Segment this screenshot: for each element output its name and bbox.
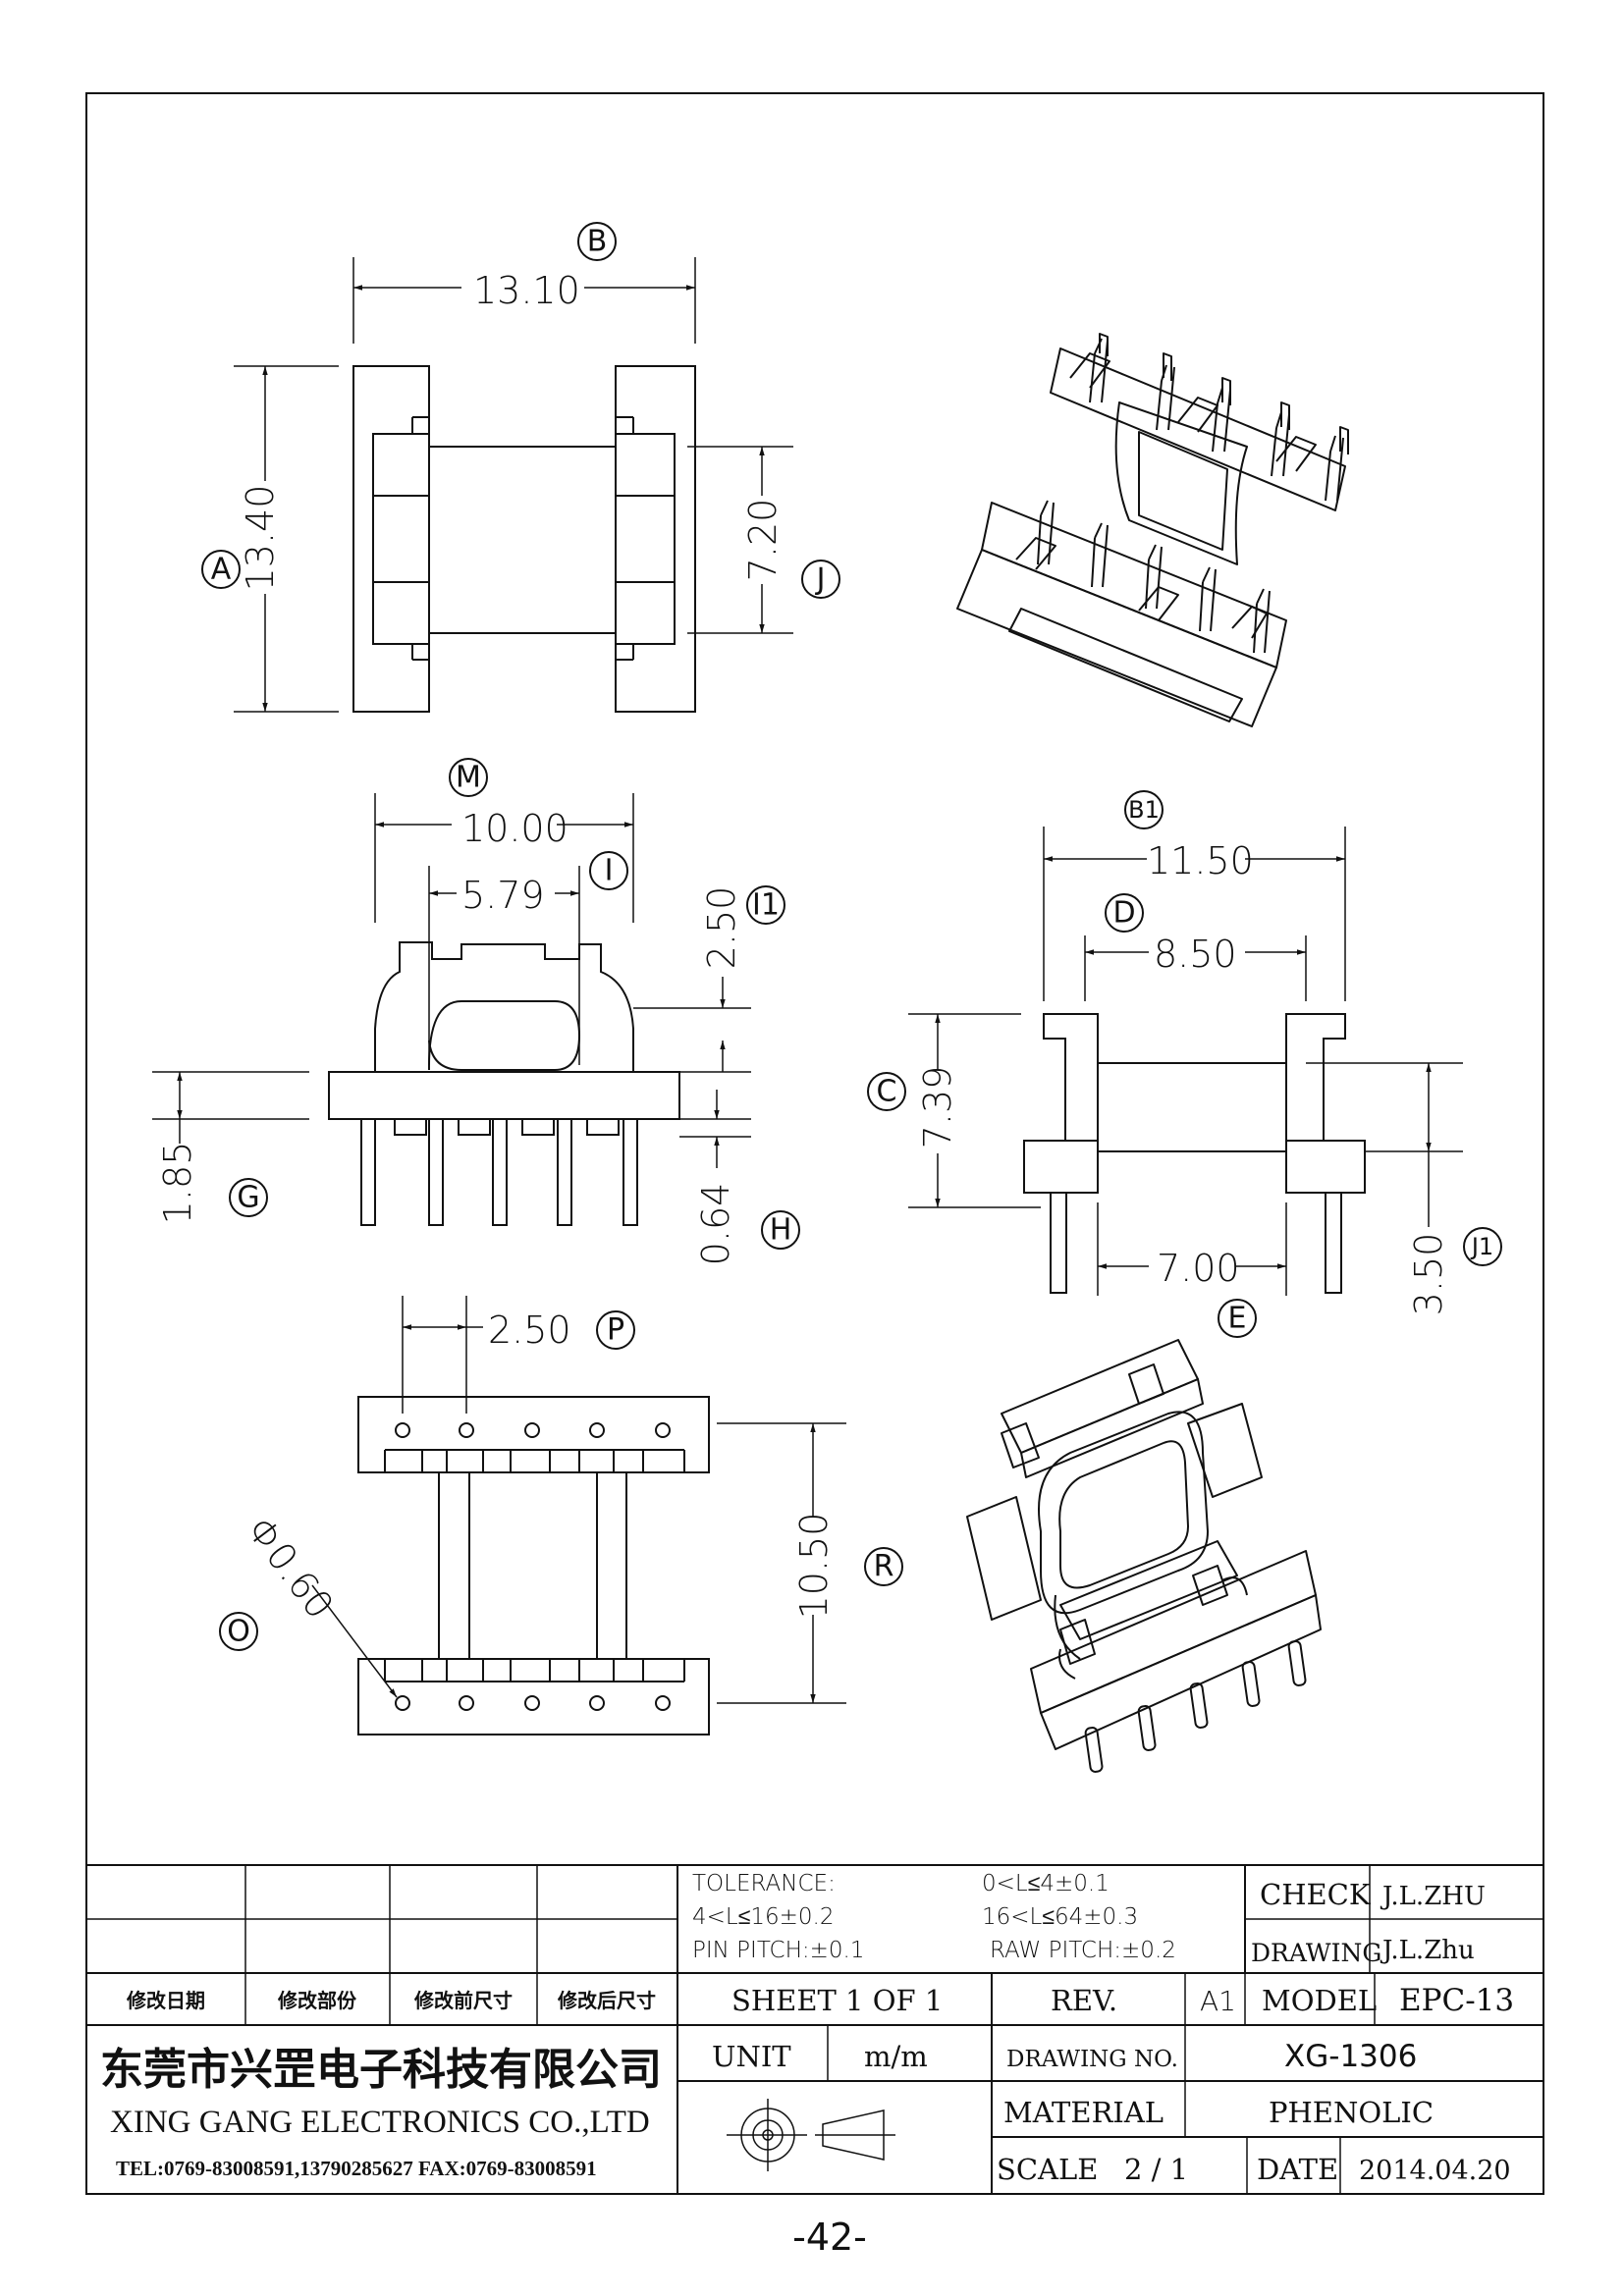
dim-m: 10.00: [461, 807, 568, 850]
rev-header-after-size: 修改后尺寸: [557, 1989, 656, 2012]
svg-text:P: P: [607, 1313, 624, 1348]
dim-a: 13.40: [239, 485, 282, 592]
svg-text:O: O: [227, 1615, 250, 1649]
callout-i: I: [589, 851, 628, 890]
svg-text:M: M: [456, 761, 481, 795]
company-name-en: XING GANG ELECTRONICS CO.,LTD: [110, 2105, 650, 2140]
callout-j1: J1: [1463, 1227, 1502, 1266]
dim-c: 7.39: [916, 1066, 959, 1149]
callout-d: D: [1105, 893, 1144, 933]
date-value: 2014.04.20: [1359, 2156, 1511, 2186]
raw-pitch-tolerance: RAW PITCH:±0.2: [990, 1938, 1176, 1963]
isometric-view-bottom: [966, 1339, 1322, 1750]
isometric-pins-bottom: [1084, 1640, 1307, 1773]
svg-text:E: E: [1228, 1302, 1247, 1336]
tolerance-range-2: 4<L≤16±0.2: [692, 1904, 834, 1930]
bottom-view: [311, 1296, 846, 1735]
dim-d: 8.50: [1154, 933, 1237, 976]
scale-label: SCALE: [997, 2153, 1098, 2186]
tolerance-label: TOLERANCE:: [692, 1871, 836, 1896]
svg-text:H: H: [770, 1213, 792, 1248]
front-view: [152, 793, 751, 1226]
check-label: CHECK: [1260, 1878, 1372, 1911]
svg-text:I1: I1: [752, 888, 780, 923]
drawing-border: [85, 92, 1544, 2195]
tolerance-range-3: 16<L≤64±0.3: [982, 1904, 1138, 1930]
svg-text:J: J: [815, 562, 826, 597]
callout-m: M: [449, 758, 488, 797]
check-value: J.L.ZHU: [1380, 1882, 1486, 1911]
dim-i: 5.79: [461, 874, 545, 917]
dim-i1: 2.50: [700, 886, 743, 970]
unit-value: m/m: [864, 2040, 928, 2073]
rev-header-before-size: 修改前尺寸: [413, 1989, 513, 2012]
dim-j1: 3.50: [1407, 1233, 1450, 1316]
svg-text:R: R: [874, 1550, 894, 1584]
top-view: [234, 257, 793, 713]
company-contact: TEL:0769-83008591,13790285627 FAX:0769-8…: [116, 2157, 597, 2180]
callout-p: P: [596, 1310, 635, 1350]
dim-o: Φ0.60: [239, 1509, 343, 1627]
dim-p: 2.50: [488, 1308, 571, 1352]
material-value: PHENOLIC: [1269, 2096, 1434, 2129]
rev-header-date: 修改日期: [126, 1989, 205, 2012]
svg-text:B1: B1: [1128, 796, 1160, 824]
callout-a: A: [201, 550, 241, 589]
rev-label: REV.: [1051, 1984, 1117, 2017]
callout-c: C: [867, 1072, 906, 1111]
pin-pitch-tolerance: PIN PITCH:±0.1: [692, 1938, 864, 1963]
drawing-number-label: DRAWING NO.: [1006, 2047, 1178, 2072]
callout-g: G: [229, 1178, 268, 1217]
svg-text:C: C: [877, 1075, 897, 1109]
page-number: -42-: [792, 2216, 867, 2259]
third-angle-projection-symbol: [727, 2099, 895, 2171]
svg-text:I: I: [605, 854, 614, 888]
callout-e: E: [1218, 1299, 1257, 1338]
isometric-view-top: [956, 333, 1349, 727]
scale-value: 2 / 1: [1124, 2153, 1188, 2186]
callout-b1: B1: [1124, 790, 1164, 829]
model-label: MODEL: [1262, 1984, 1377, 2017]
dim-j: 7.20: [741, 499, 785, 582]
callout-b: B: [577, 222, 617, 261]
rev-value: A1: [1200, 1985, 1236, 2017]
isometric-pins-top: [1037, 338, 1344, 654]
drawing-number-value: XG-1306: [1284, 2039, 1417, 2074]
sheet-count: SHEET 1 OF 1: [731, 1984, 943, 2017]
dim-g: 1.85: [156, 1142, 199, 1225]
dim-b: 13.10: [473, 269, 580, 312]
callout-r: R: [864, 1547, 903, 1586]
side-view: [908, 827, 1463, 1296]
date-label: DATE: [1257, 2153, 1338, 2186]
svg-text:J1: J1: [1470, 1233, 1493, 1260]
dim-h: 0.64: [694, 1183, 737, 1266]
svg-text:A: A: [211, 553, 232, 587]
callout-o: O: [219, 1612, 258, 1651]
tolerance-range-1: 0<L≤4±0.1: [982, 1871, 1110, 1896]
drawing-value: J.L.Zhu: [1380, 1936, 1475, 1965]
drawing-label: DRAWING: [1251, 1939, 1381, 1967]
unit-label: UNIT: [712, 2040, 791, 2073]
dim-b1: 11.50: [1147, 839, 1254, 882]
dim-e: 7.00: [1157, 1247, 1240, 1290]
svg-text:G: G: [237, 1181, 259, 1215]
svg-text:D: D: [1112, 896, 1135, 931]
svg-text:B: B: [587, 225, 608, 259]
dim-r: 10.50: [792, 1513, 836, 1620]
title-block: [86, 1864, 1543, 2194]
company-name-cn: 东莞市兴罡电子科技有限公司: [100, 2045, 662, 2095]
callout-j: J: [801, 560, 840, 599]
callout-h: H: [761, 1210, 800, 1250]
rev-header-section: 修改部份: [277, 1989, 357, 2012]
material-label: MATERIAL: [1003, 2096, 1164, 2129]
callout-i1: I1: [746, 885, 785, 925]
model-value: EPC-13: [1399, 1983, 1514, 2018]
